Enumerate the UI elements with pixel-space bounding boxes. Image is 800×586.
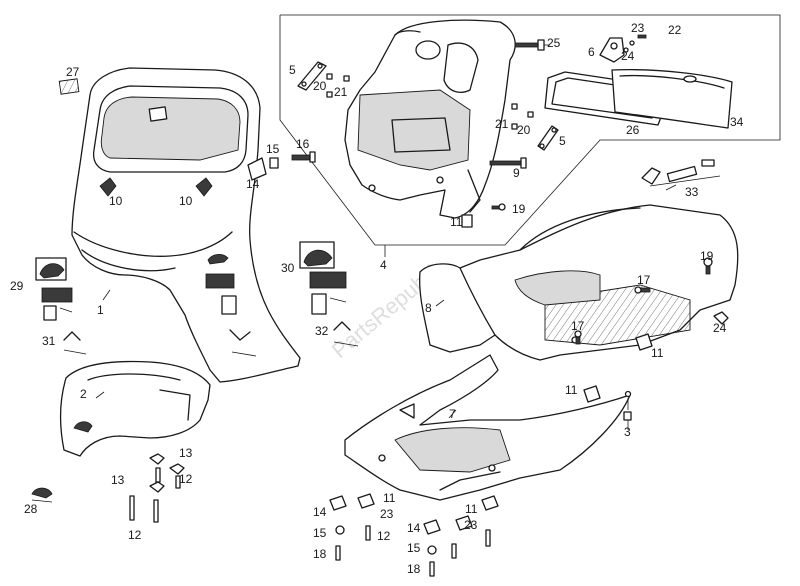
callout-10: 10 xyxy=(179,194,193,208)
screw-23-22-top[interactable] xyxy=(623,34,647,53)
floor-panel-part[interactable] xyxy=(419,204,739,361)
callout-11: 11 xyxy=(465,502,478,516)
callout-15: 15 xyxy=(313,526,327,540)
callout-11: 11 xyxy=(565,383,578,397)
callout-12: 12 xyxy=(377,529,391,543)
callout-23: 23 xyxy=(380,507,394,521)
clip-11-top[interactable] xyxy=(461,214,473,228)
decal-set-31[interactable] xyxy=(63,331,87,355)
bracket-5-left[interactable] xyxy=(297,61,327,91)
callout-15: 15 xyxy=(407,541,421,555)
badge-28[interactable] xyxy=(31,487,53,503)
callout-26: 26 xyxy=(626,123,640,137)
callout-4: 4 xyxy=(380,258,387,272)
screw-19-top[interactable] xyxy=(491,203,506,211)
callout-34: 34 xyxy=(730,115,744,129)
bolt-16[interactable] xyxy=(291,151,316,163)
bolt-25[interactable] xyxy=(514,39,545,51)
callout-3: 3 xyxy=(624,425,631,439)
callout-14: 14 xyxy=(246,177,260,191)
lower-belly-pan-part[interactable] xyxy=(344,354,631,501)
hardware-12-13-mudguard[interactable] xyxy=(129,453,185,523)
decal-set-30[interactable] xyxy=(299,241,347,315)
callout-8: 8 xyxy=(425,301,432,315)
callout-18: 18 xyxy=(313,547,327,561)
callout-11: 11 xyxy=(383,491,396,505)
callout-23: 23 xyxy=(464,518,478,532)
callout-24: 24 xyxy=(713,321,727,335)
leader-lines xyxy=(95,184,677,430)
callout-14: 14 xyxy=(407,521,421,535)
callout-18: 18 xyxy=(407,562,421,576)
callout-20: 20 xyxy=(517,123,531,137)
callout-30: 30 xyxy=(281,261,295,275)
callout-12: 12 xyxy=(179,472,193,486)
nut-set-20-21-left[interactable] xyxy=(326,73,350,98)
screw-19-floor[interactable] xyxy=(703,257,713,275)
callout-2: 2 xyxy=(80,387,87,401)
hardware-row-bottom-left[interactable] xyxy=(329,493,375,561)
decal-set-32[interactable] xyxy=(333,321,359,347)
callout-11: 11 xyxy=(651,346,664,360)
screw-17-floor-b[interactable] xyxy=(574,330,582,345)
callout-10: 10 xyxy=(109,194,123,208)
callout-9: 9 xyxy=(513,166,520,180)
badge-27[interactable] xyxy=(58,78,80,95)
callout-22: 22 xyxy=(668,23,682,37)
callout-27: 27 xyxy=(66,65,80,79)
callout-13: 13 xyxy=(179,446,193,460)
callout-33: 33 xyxy=(685,185,699,199)
decal-set-29[interactable] xyxy=(35,257,73,321)
callout-11: 11 xyxy=(450,215,463,229)
clip-14-left[interactable] xyxy=(247,157,267,181)
callout-31: 31 xyxy=(42,334,56,348)
callout-labels: 27 25 23 22 6 24 5 20 21 21 20 5 26 34 1… xyxy=(10,21,744,576)
nut-24-floor[interactable] xyxy=(713,311,729,325)
callout-1: 1 xyxy=(97,303,104,317)
clip-11-belly[interactable] xyxy=(583,385,601,403)
callout-7: 7 xyxy=(449,407,456,421)
bracket-6[interactable] xyxy=(599,37,625,63)
callout-5: 5 xyxy=(559,134,566,148)
callout-5: 5 xyxy=(289,63,296,77)
callout-19: 19 xyxy=(700,249,714,263)
callout-15: 15 xyxy=(266,142,280,156)
bolt-3[interactable] xyxy=(623,390,632,421)
callout-12: 12 xyxy=(128,528,142,542)
callout-14: 14 xyxy=(313,505,327,519)
callout-21: 21 xyxy=(495,117,509,131)
callout-21: 21 xyxy=(334,85,348,99)
callout-13: 13 xyxy=(111,473,125,487)
inner-shield-group-box xyxy=(279,14,781,257)
callout-29: 29 xyxy=(10,279,24,293)
callout-25: 25 xyxy=(547,36,561,50)
hardware-row-bottom-right[interactable] xyxy=(423,495,499,577)
front-shield-part[interactable] xyxy=(71,67,301,383)
nut-set-20-21-right[interactable] xyxy=(511,103,534,130)
glovebox-lid-34[interactable] xyxy=(611,69,733,129)
nut-15-left[interactable] xyxy=(269,157,279,169)
clip-11-floor[interactable] xyxy=(635,333,653,351)
latch-33[interactable] xyxy=(641,159,721,187)
callout-19: 19 xyxy=(512,202,526,216)
callout-20: 20 xyxy=(313,79,327,93)
callout-23: 23 xyxy=(631,21,645,35)
callout-16: 16 xyxy=(296,137,310,151)
callout-24: 24 xyxy=(621,49,635,63)
inner-shield-part[interactable] xyxy=(344,19,516,219)
front-mudguard-part[interactable] xyxy=(59,360,211,457)
screw-17-floor-a[interactable] xyxy=(634,286,651,294)
callout-28: 28 xyxy=(24,502,38,516)
callout-17: 17 xyxy=(637,273,651,287)
callout-17: 17 xyxy=(571,319,585,333)
callout-32: 32 xyxy=(315,324,329,338)
bracket-5-right[interactable] xyxy=(537,125,559,151)
callout-6: 6 xyxy=(588,45,595,59)
bolt-9[interactable] xyxy=(489,157,527,169)
